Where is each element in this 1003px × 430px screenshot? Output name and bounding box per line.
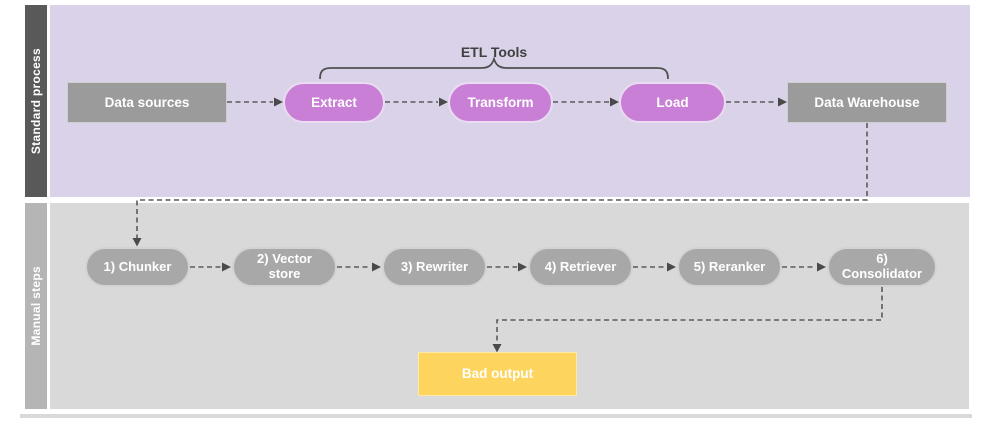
standard-process-band: Standard process	[25, 5, 47, 197]
node-transform: Transform	[448, 82, 553, 123]
node-reranker: 5) Reranker	[677, 247, 782, 287]
node-bad-output: Bad output	[418, 352, 577, 396]
bottom-divider	[20, 414, 972, 418]
manual-steps-label: Manual steps	[29, 266, 43, 346]
node-data-warehouse: Data Warehouse	[787, 82, 947, 123]
node-vector-store: 2) Vector store	[232, 247, 337, 287]
node-extract: Extract	[283, 82, 385, 123]
node-retriever: 4) Retriever	[528, 247, 633, 287]
node-consolidator: 6) Consolidator	[827, 247, 937, 287]
etl-tools-label: ETL Tools	[460, 44, 528, 60]
node-load: Load	[619, 82, 726, 123]
node-rewriter: 3) Rewriter	[382, 247, 487, 287]
manual-steps-band: Manual steps	[25, 203, 47, 409]
node-chunker: 1) Chunker	[85, 247, 190, 287]
node-data-sources: Data sources	[67, 82, 227, 123]
standard-process-label: Standard process	[29, 47, 43, 155]
